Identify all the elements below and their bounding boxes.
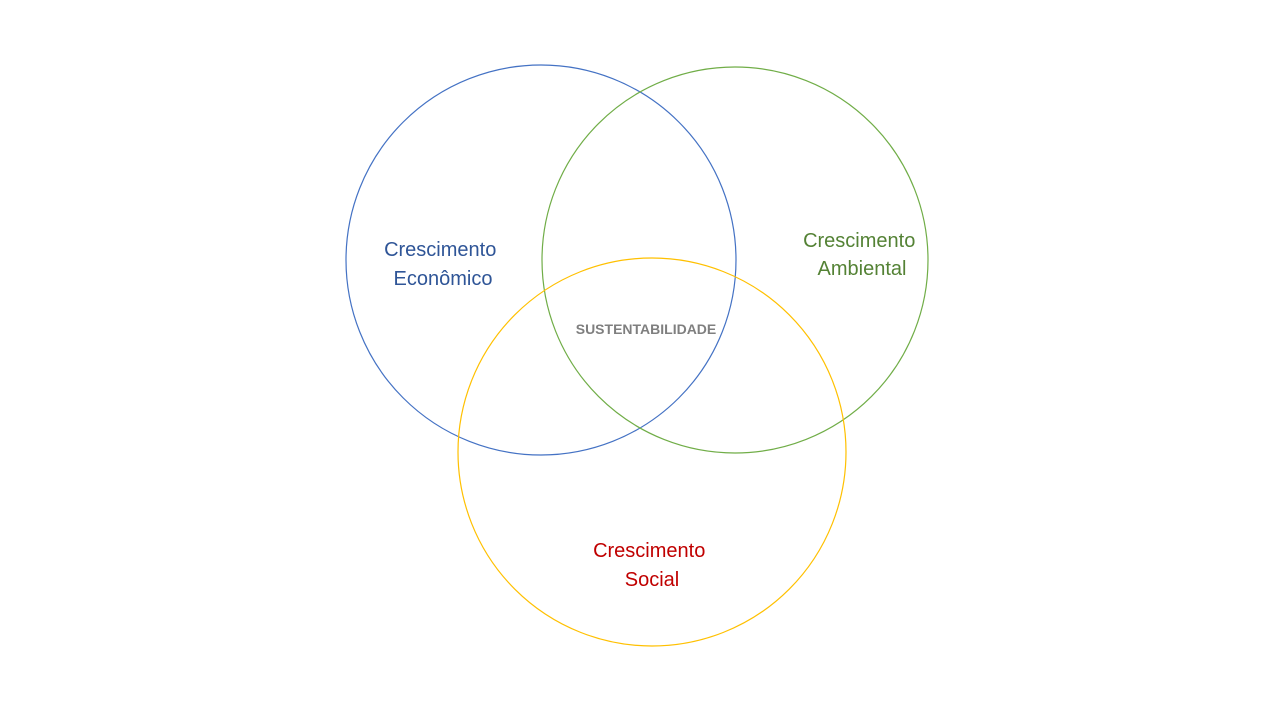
label-social-line-2: Social xyxy=(625,569,679,591)
label-economico: Crescimento Econômico xyxy=(384,239,502,290)
label-social: Crescimento Social xyxy=(593,540,711,591)
circle-economico xyxy=(345,64,737,456)
label-ambiental: Crescimento Ambiental xyxy=(803,230,921,280)
label-ambiental-line-2: Ambiental xyxy=(818,258,907,280)
label-ambiental-line-1: Crescimento xyxy=(803,230,915,252)
intersection-label: SUSTENTABILIDADE xyxy=(576,321,717,337)
circle-social xyxy=(457,257,847,647)
label-social-line-1: Crescimento xyxy=(593,540,705,562)
circle-ambiental xyxy=(541,66,929,454)
label-economico-line-1: Crescimento xyxy=(384,239,496,261)
label-economico-line-2: Econômico xyxy=(394,268,493,290)
